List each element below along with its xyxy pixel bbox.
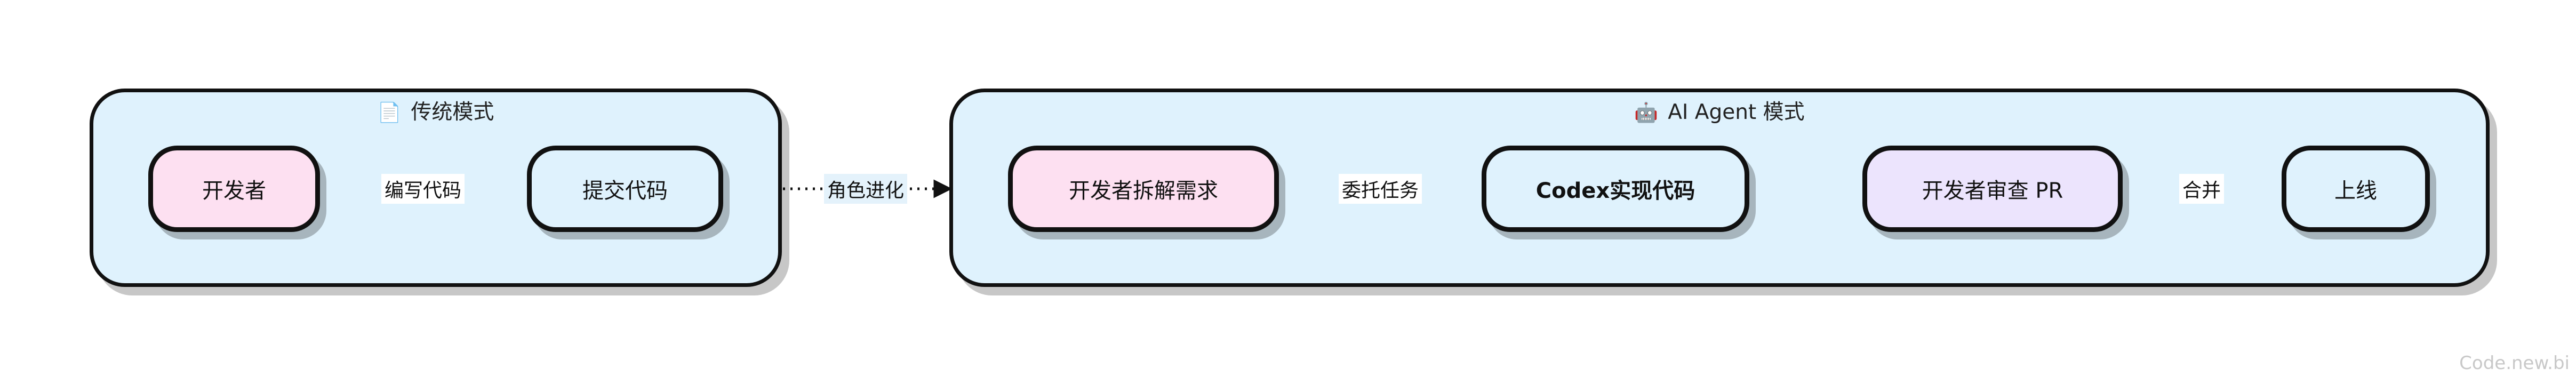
- group-traditional-title: 📄 传统模式: [93, 95, 778, 125]
- label-merge: 合并: [2179, 174, 2225, 204]
- watermark: Code.new.bi: [2459, 353, 2570, 374]
- node-developer: 开发者: [148, 146, 320, 232]
- robot-icon: 🤖: [1634, 102, 1659, 124]
- label-role-evolution: 角色进化: [823, 174, 908, 204]
- label-delegate-task: 委托任务: [1338, 174, 1422, 204]
- node-dev-review-pr: 开发者审查 PR: [1862, 146, 2123, 232]
- node-submit-code: 提交代码: [527, 146, 723, 232]
- node-dev-breakdown: 开发者拆解需求: [1008, 146, 1279, 232]
- node-codex-impl: Codex实现代码: [1482, 146, 1749, 232]
- document-icon: 📄: [377, 102, 402, 124]
- label-write-code: 编写代码: [381, 174, 465, 204]
- group-agent-title: 🤖 AI Agent 模式: [953, 95, 2486, 125]
- node-go-live: 上线: [2282, 146, 2430, 232]
- group-traditional-label: 传统模式: [411, 100, 494, 124]
- group-agent-label: AI Agent 模式: [1668, 100, 1805, 124]
